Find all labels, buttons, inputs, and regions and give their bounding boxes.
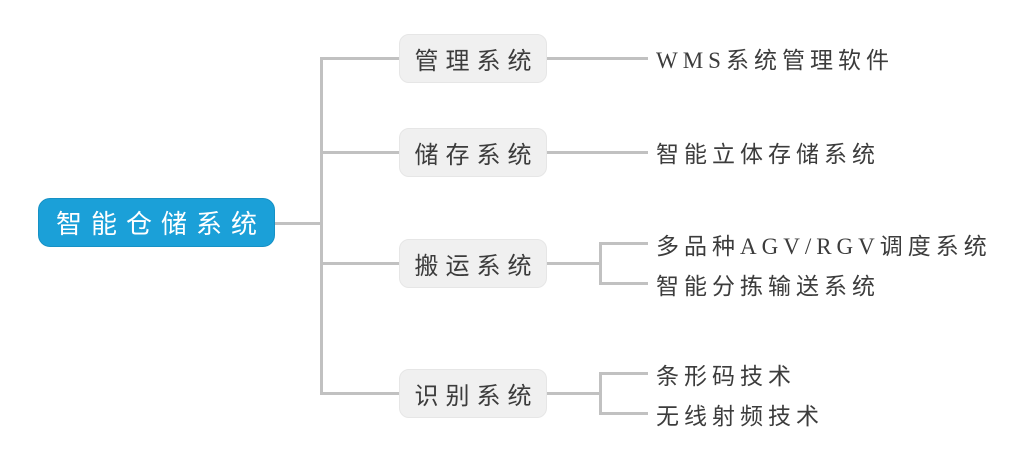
connector-branch-handling — [320, 262, 400, 265]
branch-node-identification: 识别系统 — [399, 369, 547, 418]
leaf-sorting-conveyor: 智能分拣输送系统 — [656, 274, 880, 299]
connector-identification-stem — [546, 392, 602, 395]
connector-branch-storage — [320, 151, 400, 154]
connector-branch-management — [320, 57, 400, 60]
leaf-stereo-storage: 智能立体存储系统 — [656, 142, 880, 167]
connector-leaf-wms — [546, 57, 648, 60]
leaf-wms-software: WMS系统管理软件 — [656, 48, 894, 73]
connector-leaf-stereo-storage — [546, 151, 648, 154]
branch-node-management: 管理系统 — [399, 34, 547, 83]
connector-handling-stem — [546, 262, 602, 265]
branch-node-handling: 搬运系统 — [399, 239, 547, 288]
branch-node-label: 识别系统 — [414, 384, 539, 410]
connector-leaf-barcode — [599, 372, 648, 375]
connector-handling-fork — [599, 242, 602, 285]
connector-leaf-agv — [599, 242, 648, 245]
leaf-rfid-tech: 无线射频技术 — [656, 404, 824, 429]
connector-identification-fork — [599, 372, 602, 415]
branch-node-label: 储存系统 — [414, 143, 539, 169]
leaf-agv-rgv-dispatch: 多品种AGV/RGV调度系统 — [656, 234, 992, 259]
connector-leaf-sorting — [599, 282, 648, 285]
connector-branch-identification — [320, 392, 400, 395]
root-node: 智能仓储系统 — [38, 198, 275, 247]
branch-node-label: 管理系统 — [414, 49, 539, 75]
root-node-label: 智能仓储系统 — [55, 210, 266, 239]
branch-node-label: 搬运系统 — [414, 254, 539, 280]
leaf-barcode-tech: 条形码技术 — [656, 364, 796, 389]
connector-leaf-rfid — [599, 412, 648, 415]
branch-node-storage: 储存系统 — [399, 128, 547, 177]
connector-root-to-spine — [275, 222, 322, 225]
connector-main-spine — [320, 57, 323, 395]
